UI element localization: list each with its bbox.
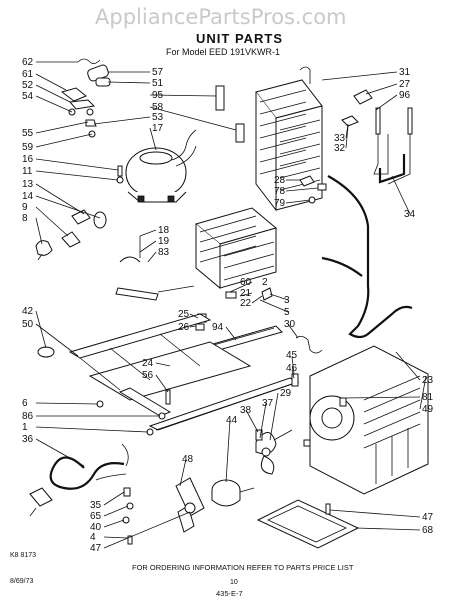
callout-label: 79	[274, 198, 286, 209]
callout-label: 83	[158, 247, 170, 258]
callout-label: 21	[240, 288, 252, 299]
condenser-coil	[255, 66, 323, 212]
callout-label: 32	[334, 143, 346, 154]
callout-label: 57	[152, 67, 164, 78]
callout-label: 47	[422, 512, 434, 523]
callout-label: 58	[152, 102, 164, 113]
callout-label: 29	[280, 388, 292, 399]
callout-label: 27	[399, 79, 411, 90]
callout-label: 30	[284, 319, 296, 330]
callout-label: 53	[152, 112, 164, 123]
callout-label: 24	[142, 358, 154, 369]
callout-label: 50	[22, 319, 34, 330]
callout-label: 8	[22, 213, 28, 224]
callout-label: 42	[22, 306, 34, 317]
callout-label: 96	[399, 90, 411, 101]
ordering-instruction: FOR ORDERING INFORMATION REFER TO PARTS …	[132, 563, 354, 572]
callout-label: 4	[90, 532, 96, 543]
callout-label: 47	[90, 543, 102, 554]
callout-label: 6	[22, 398, 28, 409]
callout-label: 55	[22, 128, 34, 139]
callout-label: 51	[152, 78, 164, 89]
callout-label: 26	[178, 322, 190, 333]
callout-label: 81	[422, 392, 434, 403]
callout-label: 25	[178, 309, 190, 320]
callout-label: 52	[22, 80, 34, 91]
callout-label: 94	[212, 322, 224, 333]
callout-label: 59	[22, 142, 34, 153]
leader-lines	[35, 61, 427, 549]
callout-label: 19	[158, 236, 170, 247]
callout-label: 56	[142, 370, 154, 381]
callout-label: 45	[286, 350, 298, 361]
callout-label: 31	[399, 67, 411, 78]
form-code-text: 435-E-7	[216, 589, 243, 598]
callout-label: 86	[22, 411, 34, 422]
parts-artwork	[29, 58, 429, 549]
callout-label: 44	[226, 415, 238, 426]
callout-label: 48	[182, 454, 194, 465]
callout-label: 49	[422, 404, 434, 415]
callout-label: 23	[422, 375, 434, 386]
callout-label: 11	[22, 166, 33, 177]
callout-label: 18	[158, 225, 170, 236]
callout-label: 62	[22, 57, 34, 68]
date-code-text: 8/69/73	[10, 578, 33, 585]
callout-label: 78	[274, 186, 286, 197]
model-subtitle: For Model EED 191VKWR-1	[166, 47, 280, 57]
callout-label: 68	[422, 525, 434, 536]
callout-label: 33	[334, 133, 346, 144]
base-frame	[37, 313, 252, 417]
callout-label: 54	[22, 91, 34, 102]
compressor	[116, 129, 197, 203]
watermark-text: AppliancePartsPros.com	[95, 5, 347, 29]
callout-label: 37	[262, 398, 274, 409]
callout-label: 9	[22, 202, 28, 213]
callout-label: 40	[90, 522, 102, 533]
callout-label: 61	[22, 69, 34, 80]
callout-label: 28	[274, 175, 286, 186]
callout-label: 3	[284, 295, 290, 306]
callout-label: 46	[286, 363, 298, 374]
callout-label: 5	[284, 307, 290, 318]
callout-labels: 62 61 52 54 55 59 16 11 13 14 9 8 42 50 …	[22, 57, 434, 554]
callout-label: 35	[90, 500, 102, 511]
callout-label: 1	[22, 422, 28, 433]
callout-label: 36	[22, 434, 34, 445]
callout-label: 65	[90, 511, 102, 522]
left-code-text: K8 8173	[10, 552, 36, 559]
callout-label: 95	[152, 90, 164, 101]
callout-label: 17	[152, 123, 164, 134]
callout-label: 60	[240, 277, 252, 288]
fan-shroud	[303, 345, 429, 495]
diagram-title: UNIT PARTS	[196, 31, 283, 46]
callout-label: 22	[240, 298, 252, 309]
page-number: 10	[230, 579, 238, 586]
callout-label: 16	[22, 154, 34, 165]
callout-label: 14	[22, 191, 34, 202]
callout-label: 13	[22, 179, 34, 190]
evaporator-coil	[194, 207, 278, 290]
callout-label: 2	[262, 277, 268, 288]
callout-label: 34	[404, 209, 416, 220]
callout-label: 38	[240, 405, 252, 416]
